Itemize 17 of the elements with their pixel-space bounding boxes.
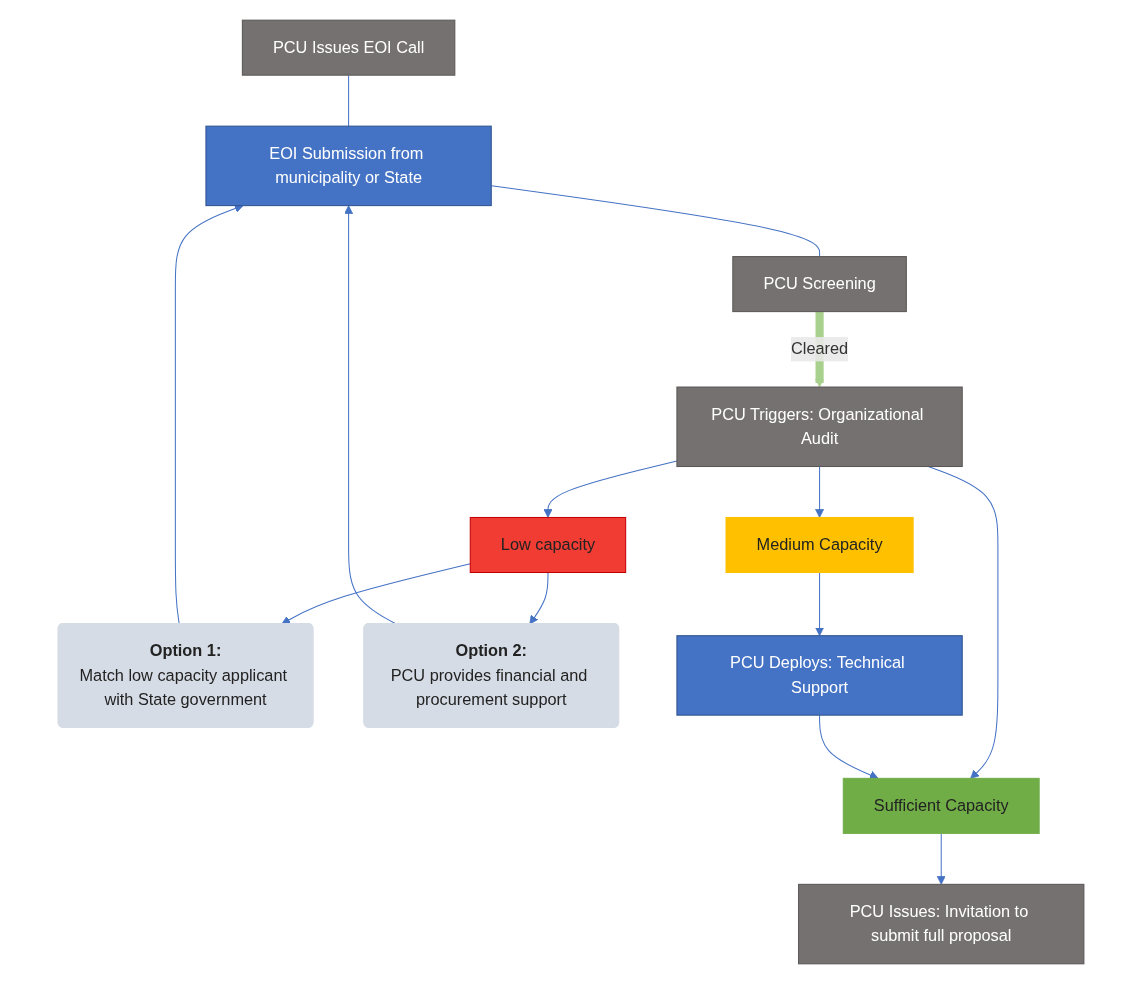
node-box: EOI Submission from municipality or State <box>205 125 492 206</box>
node-box: PCU Deploys: Technical Support <box>676 634 963 716</box>
arrow <box>529 571 549 624</box>
arrow <box>815 465 825 518</box>
arrow <box>281 562 471 624</box>
node-box: PCU Triggers: Organizational Audit <box>676 386 963 467</box>
node-box: PCU Issues EOI Call <box>241 19 456 76</box>
node-box: PCU Issues: Invitation to submit full proposal <box>798 883 1085 964</box>
node-box: Low capacity <box>469 516 627 573</box>
arrow <box>936 832 946 885</box>
arrow <box>815 571 825 636</box>
edge-label: Cleared <box>790 339 849 357</box>
node-box: PCU Screening <box>732 255 907 312</box>
connector <box>348 74 350 127</box>
node-box: Sufficient Capacity <box>842 777 1040 834</box>
arrow <box>819 714 879 779</box>
node-box: Medium Capacity <box>725 516 914 573</box>
